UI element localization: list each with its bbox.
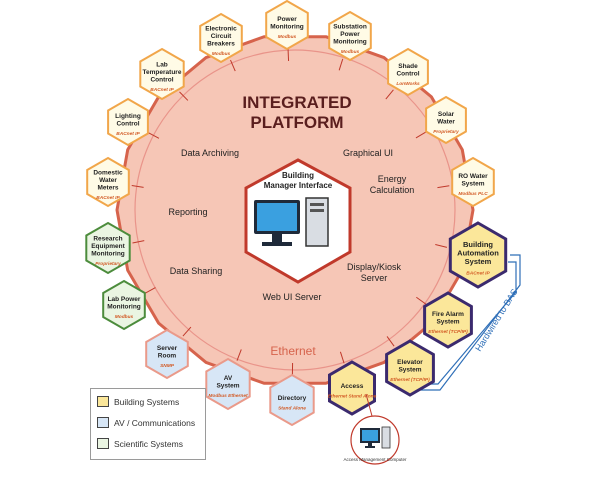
system-label-lab-power-monitoring-1: Lab Power	[108, 296, 141, 303]
system-label-lab-power-monitoring-2: Monitoring	[107, 304, 141, 311]
system-protocol-av-system: Modbus Ethernet	[208, 393, 248, 399]
function-display-kiosk-1: Display/Kiosk	[347, 262, 402, 272]
legend-item-scientific: Scientific Systems	[97, 438, 183, 449]
function-web-ui-server: Web UI Server	[263, 292, 322, 302]
function-reporting: Reporting	[168, 207, 207, 217]
system-protocol-fire-alarm-system: Ethernet (TCP/IP)	[428, 329, 468, 335]
ethernet-label: Ethernet	[270, 344, 316, 358]
system-protocol-ro-water-system: Modbus PLC	[458, 191, 488, 197]
center-label-1: Building	[282, 171, 314, 180]
system-label-domestic-water-meters-3: Meters	[98, 184, 119, 191]
access-computer-label: Access Management Computer	[343, 457, 407, 462]
system-label-shade-control-1: Shade	[398, 63, 418, 70]
center-label-2: Manager Interface	[264, 181, 333, 190]
legend-swatch-building	[97, 396, 109, 407]
system-label-research-equipment-monitoring-1: Research	[93, 235, 122, 242]
system-protocol-substation-power-monitoring: Modbus	[341, 49, 360, 55]
system-label-substation-power-monitoring-1: Substation	[333, 23, 367, 30]
system-label-fire-alarm-system-2: System	[436, 319, 459, 326]
system-label-server-room-2: Room	[158, 353, 177, 360]
legend-swatch-av	[97, 417, 109, 428]
system-protocol-solar-water: Proprietary	[433, 129, 459, 135]
system-label-ro-water-system-2: System	[461, 181, 484, 188]
system-protocol-server-room: SNMP	[160, 363, 175, 369]
system-label-research-equipment-monitoring-2: Equipment	[91, 243, 125, 250]
system-label-server-room-1: Server	[157, 345, 178, 352]
function-data-archiving: Data Archiving	[181, 148, 239, 158]
system-label-domestic-water-meters-1: Domestic	[93, 169, 123, 176]
system-protocol-elevator-system: Ethernet (TCP/IP)	[390, 377, 430, 383]
system-label-building-automation-system-3: System	[465, 257, 492, 266]
legend-swatch-scientific	[97, 438, 109, 449]
legend-label-building: Building Systems	[114, 397, 179, 407]
system-protocol-directory: Stand Alone	[278, 405, 306, 411]
system-label-power-monitoring-2: Monitoring	[270, 24, 304, 31]
function-energy-calculation-2: Calculation	[370, 185, 415, 195]
system-label-solar-water-2: Water	[437, 119, 455, 126]
system-label-ro-water-system-1: RO Water	[458, 173, 488, 180]
system-label-lighting-control-2: Control	[116, 121, 139, 128]
system-label-lighting-control-1: Lighting	[115, 113, 141, 120]
system-label-elevator-system-1: Elevator	[397, 359, 423, 366]
system-label-shade-control-2: Control	[396, 71, 419, 78]
system-protocol-shade-control: LonWorks	[396, 81, 420, 87]
legend-label-av: AV / Communications	[114, 418, 195, 428]
system-label-substation-power-monitoring-3: Monitoring	[333, 38, 367, 45]
system-protocol-power-monitoring: Modbus	[278, 34, 297, 40]
system-label-fire-alarm-system-1: Fire Alarm	[432, 311, 464, 318]
system-label-lab-temperature-control-1: Lab	[156, 61, 168, 68]
system-protocol-electronic-circuit-breakers: Modbus	[212, 51, 231, 57]
system-label-electronic-circuit-breakers-2: Circuit	[211, 33, 232, 40]
system-label-directory-1: Directory	[278, 395, 307, 402]
system-label-lab-temperature-control-3: Control	[150, 76, 173, 83]
legend-item-building: Building Systems	[97, 396, 179, 407]
legend-item-av: AV / Communications	[97, 417, 195, 428]
function-graphical-ui: Graphical UI	[343, 148, 393, 158]
system-label-solar-water-1: Solar	[438, 111, 455, 118]
system-protocol-research-equipment-monitoring: Proprietary	[95, 261, 121, 267]
system-protocol-lighting-control: BACnet IP	[116, 131, 140, 137]
function-energy-calculation-1: Energy	[378, 174, 407, 184]
system-label-av-system-2: System	[216, 383, 239, 390]
system-label-av-system-1: AV	[224, 375, 233, 382]
system-protocol-lab-temperature-control: BACnet IP	[150, 87, 174, 93]
legend: Building Systems AV / Communications Sci…	[90, 388, 206, 460]
system-label-electronic-circuit-breakers-3: Breakers	[207, 40, 235, 47]
system-protocol-access: Ethernet Stand Alone	[328, 393, 377, 399]
title-line-2: PLATFORM	[250, 113, 343, 132]
title-line-1: INTEGRATED	[242, 93, 351, 112]
legend-label-scientific: Scientific Systems	[114, 439, 183, 449]
system-label-research-equipment-monitoring-3: Monitoring	[91, 250, 125, 257]
system-label-elevator-system-2: System	[398, 367, 421, 374]
system-label-domestic-water-meters-2: Water	[99, 177, 117, 184]
system-protocol-lab-power-monitoring: Modbus	[115, 314, 134, 320]
system-label-power-monitoring-1: Power	[277, 16, 297, 23]
system-label-electronic-circuit-breakers-1: Electronic	[205, 25, 237, 32]
system-protocol-building-automation-system: BACnet IP	[466, 270, 490, 276]
system-label-substation-power-monitoring-2: Power	[340, 31, 360, 38]
function-display-kiosk-2: Server	[361, 273, 388, 283]
connector-power-monitoring	[288, 49, 289, 61]
system-protocol-domestic-water-meters: BACnet IP	[96, 195, 120, 201]
system-label-access-1: Access	[341, 383, 364, 390]
system-label-lab-temperature-control-2: Temperature	[143, 69, 182, 76]
hardwired-label: Hardwired to BAS	[473, 287, 519, 353]
function-data-sharing: Data Sharing	[170, 266, 223, 276]
